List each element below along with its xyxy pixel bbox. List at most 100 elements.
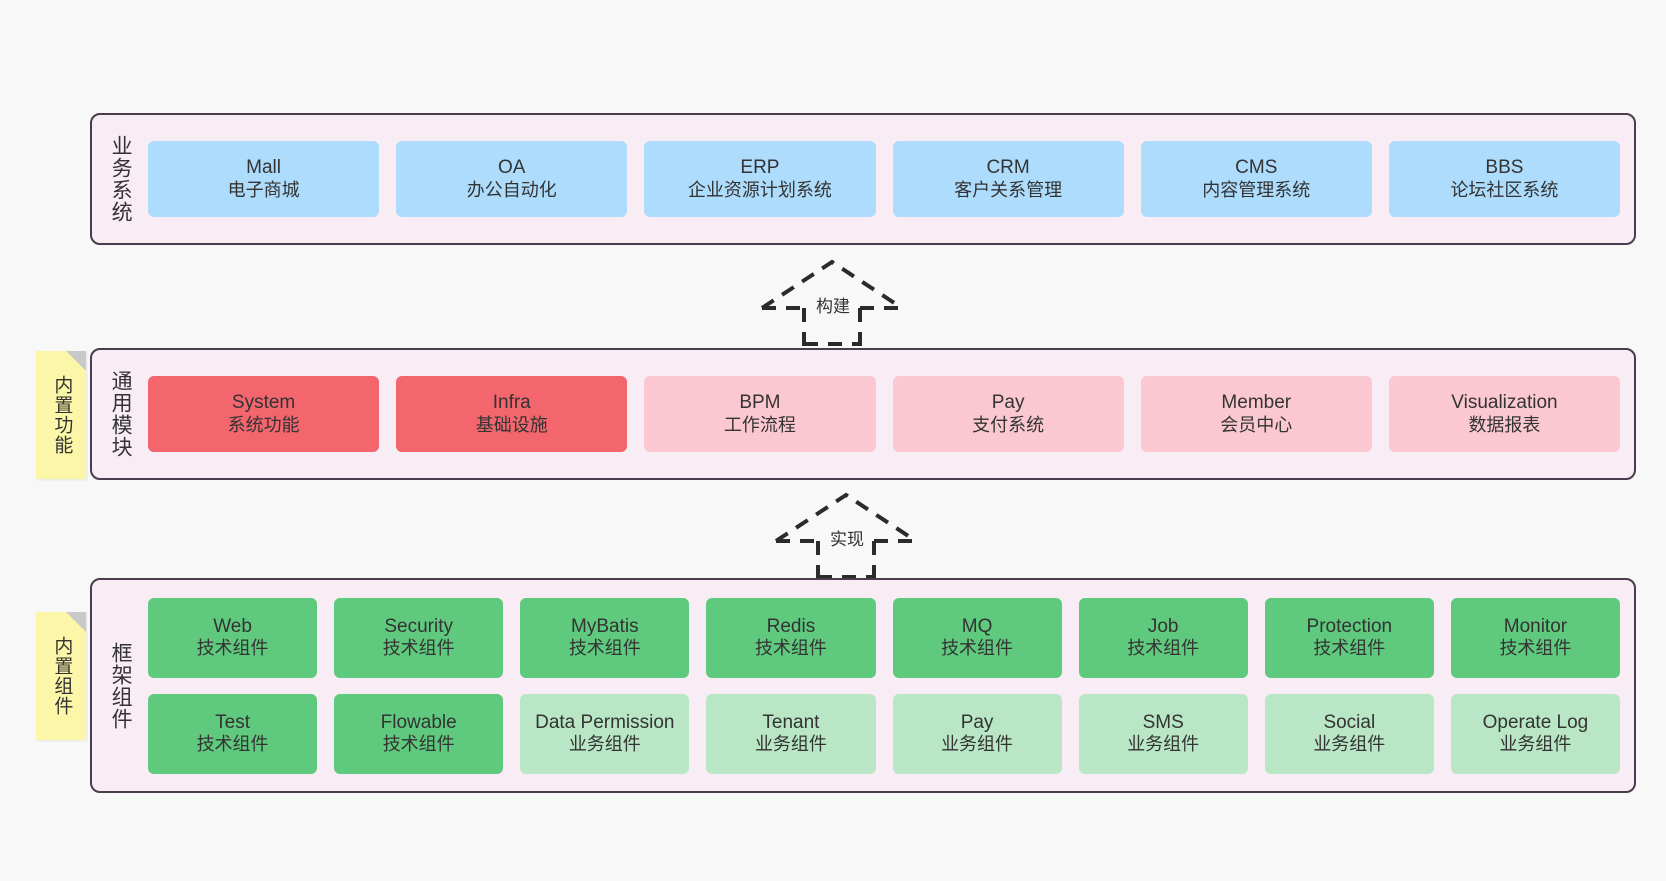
- sticky-fold-icon: [66, 351, 86, 371]
- node-title: Pay: [960, 711, 994, 733]
- node-bpm[interactable]: BPM 工作流程: [644, 376, 876, 452]
- node-monitor[interactable]: Monitor 技术组件: [1450, 597, 1620, 678]
- node-title: MyBatis: [571, 615, 639, 637]
- node-subtitle: 业务组件: [754, 734, 827, 755]
- sticky-note-builtin-features: 内置功能: [36, 351, 86, 479]
- generalization-arrow-icon: [774, 492, 918, 579]
- node-subtitle: 技术组件: [1499, 638, 1572, 659]
- node-subtitle: 数据报表: [1468, 414, 1541, 435]
- node-web[interactable]: Web 技术组件: [148, 597, 318, 678]
- layer-title-business: 业务系统: [109, 135, 133, 223]
- node-subtitle: 技术组件: [1127, 638, 1200, 659]
- sticky-note-builtin-components: 内置组件: [36, 612, 86, 740]
- node-crm[interactable]: CRM 客户关系管理: [892, 141, 1124, 217]
- node-subtitle: 电子商城: [227, 179, 300, 200]
- node-title: BBS: [1485, 157, 1524, 179]
- node-title: Test: [215, 711, 250, 733]
- node-subtitle: 技术组件: [941, 638, 1014, 659]
- layer-row: Test 技术组件 Flowable 技术组件 Data Permission …: [148, 693, 1620, 774]
- node-subtitle: 客户关系管理: [954, 179, 1063, 200]
- node-redis[interactable]: Redis 技术组件: [706, 597, 876, 678]
- node-subtitle: 业务组件: [1499, 734, 1572, 755]
- arrow-implement-label: 实现: [828, 525, 866, 550]
- node-title: Social: [1323, 711, 1376, 733]
- node-subtitle: 系统功能: [227, 414, 300, 435]
- node-title: Tenant: [762, 711, 820, 733]
- node-subtitle: 支付系统: [972, 414, 1045, 435]
- node-title: Job: [1147, 615, 1179, 637]
- node-subtitle: 技术组件: [382, 638, 455, 659]
- layer-body-business: Mall 电子商城 OA 办公自动化 ERP 企业资源计划系统 CRM 客户关系…: [148, 115, 1634, 243]
- layer-business-systems: 业务系统 Mall 电子商城 OA 办公自动化 ERP 企业资源计划系统 CRM…: [90, 113, 1636, 245]
- arrow-build: 构建: [752, 256, 912, 346]
- layer-row: System 系统功能 Infra 基础设施 BPM 工作流程 Pay 支付系统…: [148, 376, 1621, 452]
- layer-body-common: System 系统功能 Infra 基础设施 BPM 工作流程 Pay 支付系统…: [148, 350, 1634, 478]
- node-subtitle: 技术组件: [196, 638, 269, 659]
- node-title: System: [231, 392, 296, 414]
- node-erp[interactable]: ERP 企业资源计划系统: [644, 141, 876, 217]
- node-cms[interactable]: CMS 内容管理系统: [1140, 141, 1372, 217]
- node-oa[interactable]: OA 办公自动化: [396, 141, 628, 217]
- generalization-arrow-icon: [760, 259, 904, 346]
- node-pay[interactable]: Pay 支付系统: [892, 376, 1124, 452]
- node-title: CRM: [986, 157, 1030, 179]
- node-system[interactable]: System 系统功能: [148, 376, 380, 452]
- node-visualization[interactable]: Visualization 数据报表: [1388, 376, 1621, 452]
- node-title: BPM: [739, 392, 781, 414]
- node-mybatis[interactable]: MyBatis 技术组件: [520, 597, 690, 678]
- node-operate-log[interactable]: Operate Log 业务组件: [1450, 693, 1620, 774]
- node-subtitle: 技术组件: [382, 734, 455, 755]
- node-flowable[interactable]: Flowable 技术组件: [334, 693, 504, 774]
- node-title: MQ: [961, 615, 993, 637]
- node-tenant[interactable]: Tenant 业务组件: [706, 693, 876, 774]
- node-social[interactable]: Social 业务组件: [1264, 693, 1434, 774]
- node-test[interactable]: Test 技术组件: [148, 693, 318, 774]
- node-bbs[interactable]: BBS 论坛社区系统: [1388, 141, 1621, 217]
- node-subtitle: 论坛社区系统: [1450, 179, 1559, 200]
- node-subtitle: 基础设施: [475, 414, 548, 435]
- node-title: Flowable: [380, 711, 457, 733]
- node-subtitle: 会员中心: [1220, 414, 1293, 435]
- node-subtitle: 业务组件: [1127, 734, 1200, 755]
- layer-title-common: 通用模块: [109, 370, 133, 458]
- layer-row: Mall 电子商城 OA 办公自动化 ERP 企业资源计划系统 CRM 客户关系…: [148, 141, 1621, 217]
- node-mq[interactable]: MQ 技术组件: [892, 597, 1062, 678]
- node-pay-component[interactable]: Pay 业务组件: [892, 693, 1062, 774]
- node-mall[interactable]: Mall 电子商城: [148, 141, 380, 217]
- node-title: OA: [498, 157, 526, 179]
- node-title: Data Permission: [535, 711, 675, 733]
- node-member[interactable]: Member 会员中心: [1140, 376, 1372, 452]
- sticky-fold-icon: [66, 612, 86, 632]
- node-subtitle: 内容管理系统: [1202, 179, 1311, 200]
- node-title: Infra: [492, 392, 531, 414]
- sticky-note-label: 内置功能: [51, 375, 73, 455]
- node-subtitle: 业务组件: [941, 734, 1014, 755]
- sticky-note-label: 内置组件: [51, 636, 73, 716]
- node-job[interactable]: Job 技术组件: [1078, 597, 1248, 678]
- node-infra[interactable]: Infra 基础设施: [396, 376, 628, 452]
- node-security[interactable]: Security 技术组件: [334, 597, 504, 678]
- node-subtitle: 工作流程: [723, 414, 796, 435]
- layer-common-modules: 通用模块 System 系统功能 Infra 基础设施 BPM 工作流程 Pay…: [90, 348, 1636, 480]
- layer-row: Web 技术组件 Security 技术组件 MyBatis 技术组件 Redi…: [148, 597, 1620, 678]
- node-title: Pay: [991, 392, 1025, 414]
- node-subtitle: 业务组件: [1313, 734, 1386, 755]
- node-subtitle: 业务组件: [568, 734, 641, 755]
- node-subtitle: 企业资源计划系统: [687, 179, 832, 200]
- node-title: Security: [384, 615, 453, 637]
- node-sms[interactable]: SMS 业务组件: [1078, 693, 1248, 774]
- node-subtitle: 技术组件: [196, 734, 269, 755]
- node-title: Mall: [246, 157, 281, 179]
- node-title: SMS: [1142, 711, 1184, 733]
- arrow-implement: 实现: [766, 489, 926, 579]
- node-data-permission[interactable]: Data Permission 业务组件: [520, 693, 690, 774]
- node-title: Member: [1221, 392, 1292, 414]
- node-title: Monitor: [1503, 615, 1568, 637]
- node-title: Operate Log: [1482, 711, 1589, 733]
- node-subtitle: 技术组件: [1313, 638, 1386, 659]
- node-title: ERP: [740, 157, 780, 179]
- node-title: Redis: [766, 615, 816, 637]
- node-title: CMS: [1235, 157, 1278, 179]
- node-protection[interactable]: Protection 技术组件: [1264, 597, 1434, 678]
